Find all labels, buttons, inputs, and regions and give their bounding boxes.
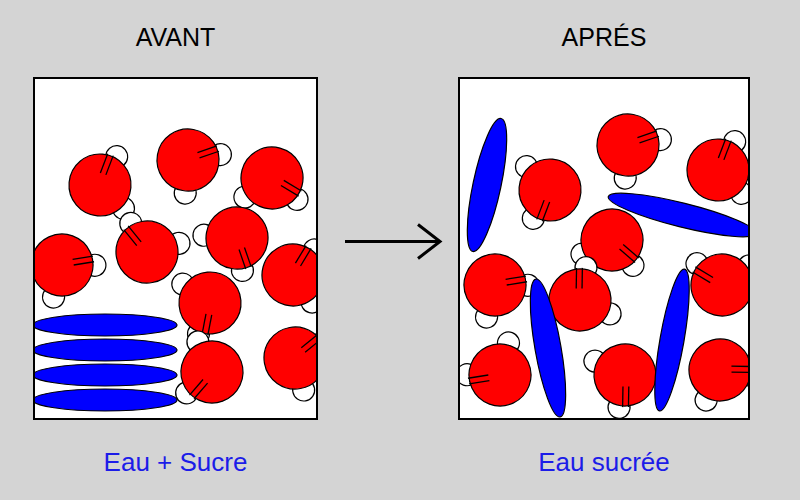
- arrow-shaft: [345, 240, 440, 243]
- water-before: [33, 124, 318, 415]
- beaker-box: AVANTEau + Sucre: [33, 77, 318, 420]
- state-heading: APRÉS: [420, 23, 788, 52]
- reaction-arrow: [345, 225, 440, 259]
- sugar-dissolved: [459, 116, 750, 420]
- water-after: [458, 109, 750, 420]
- sugar-stack: [33, 314, 177, 411]
- mixture-caption: Eau sucrée: [420, 447, 788, 478]
- state-heading: AVANT: [0, 23, 356, 52]
- mixture-caption: Eau + Sucre: [0, 447, 356, 478]
- beaker-box: APRÉSEau sucrée: [458, 77, 750, 420]
- arrow-head: [418, 225, 440, 259]
